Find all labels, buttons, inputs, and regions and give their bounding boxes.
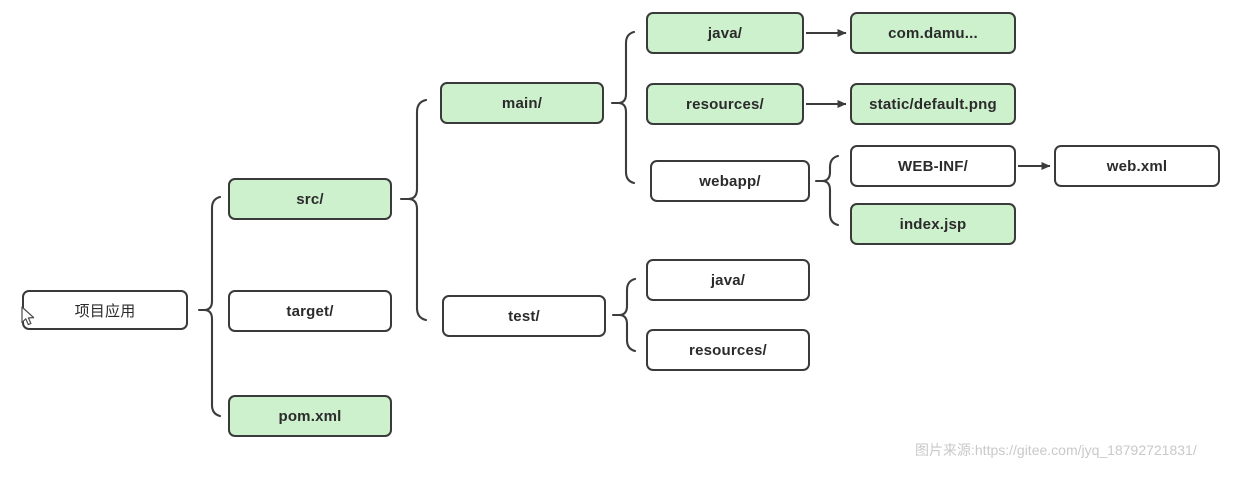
node-main[interactable]: main/ — [440, 82, 604, 124]
node-label: 项目应用 — [74, 302, 136, 320]
node-label: main/ — [501, 94, 543, 112]
watermark-source-text: 图片来源:https://gitee.com/jyq_18792721831/ — [915, 442, 1197, 458]
node-label: java/ — [707, 24, 743, 42]
node-label: resources/ — [689, 341, 767, 359]
node-label: target/ — [286, 302, 334, 320]
connector-test-to-children — [611, 277, 637, 353]
node-label: index.jsp — [899, 215, 967, 233]
node-label: web.xml — [1106, 157, 1168, 175]
node-label: WEB-INF/ — [898, 157, 968, 175]
node-label: test/ — [508, 307, 540, 325]
node-label: pom.xml — [278, 407, 342, 425]
node-src[interactable]: src/ — [228, 178, 392, 220]
node-root[interactable]: 项目应用 — [22, 290, 188, 330]
node-main-resources[interactable]: resources/ — [646, 83, 804, 125]
connector-webapp-to-children — [814, 154, 840, 227]
node-test[interactable]: test/ — [442, 295, 606, 337]
node-label: static/default.png — [869, 95, 997, 113]
node-web-inf[interactable]: WEB-INF/ — [850, 145, 1016, 187]
node-web-xml[interactable]: web.xml — [1054, 145, 1220, 187]
node-label: java/ — [710, 271, 746, 289]
node-pom-xml[interactable]: pom.xml — [228, 395, 392, 437]
node-webapp[interactable]: webapp/ — [650, 160, 810, 202]
node-label: com.damu... — [888, 24, 978, 42]
node-static-default-png[interactable]: static/default.png — [850, 83, 1016, 125]
connector-main-to-children — [610, 30, 636, 185]
node-com-damu[interactable]: com.damu... — [850, 12, 1016, 54]
node-test-resources[interactable]: resources/ — [646, 329, 810, 371]
connector-root-to-level1 — [197, 195, 222, 418]
node-index-jsp[interactable]: index.jsp — [850, 203, 1016, 245]
node-label: src/ — [296, 190, 324, 208]
node-label: resources/ — [686, 95, 764, 113]
node-label: webapp/ — [699, 172, 761, 190]
node-main-java[interactable]: java/ — [646, 12, 804, 54]
node-target[interactable]: target/ — [228, 290, 392, 332]
node-test-java[interactable]: java/ — [646, 259, 810, 301]
connector-src-to-main-test — [399, 98, 428, 322]
